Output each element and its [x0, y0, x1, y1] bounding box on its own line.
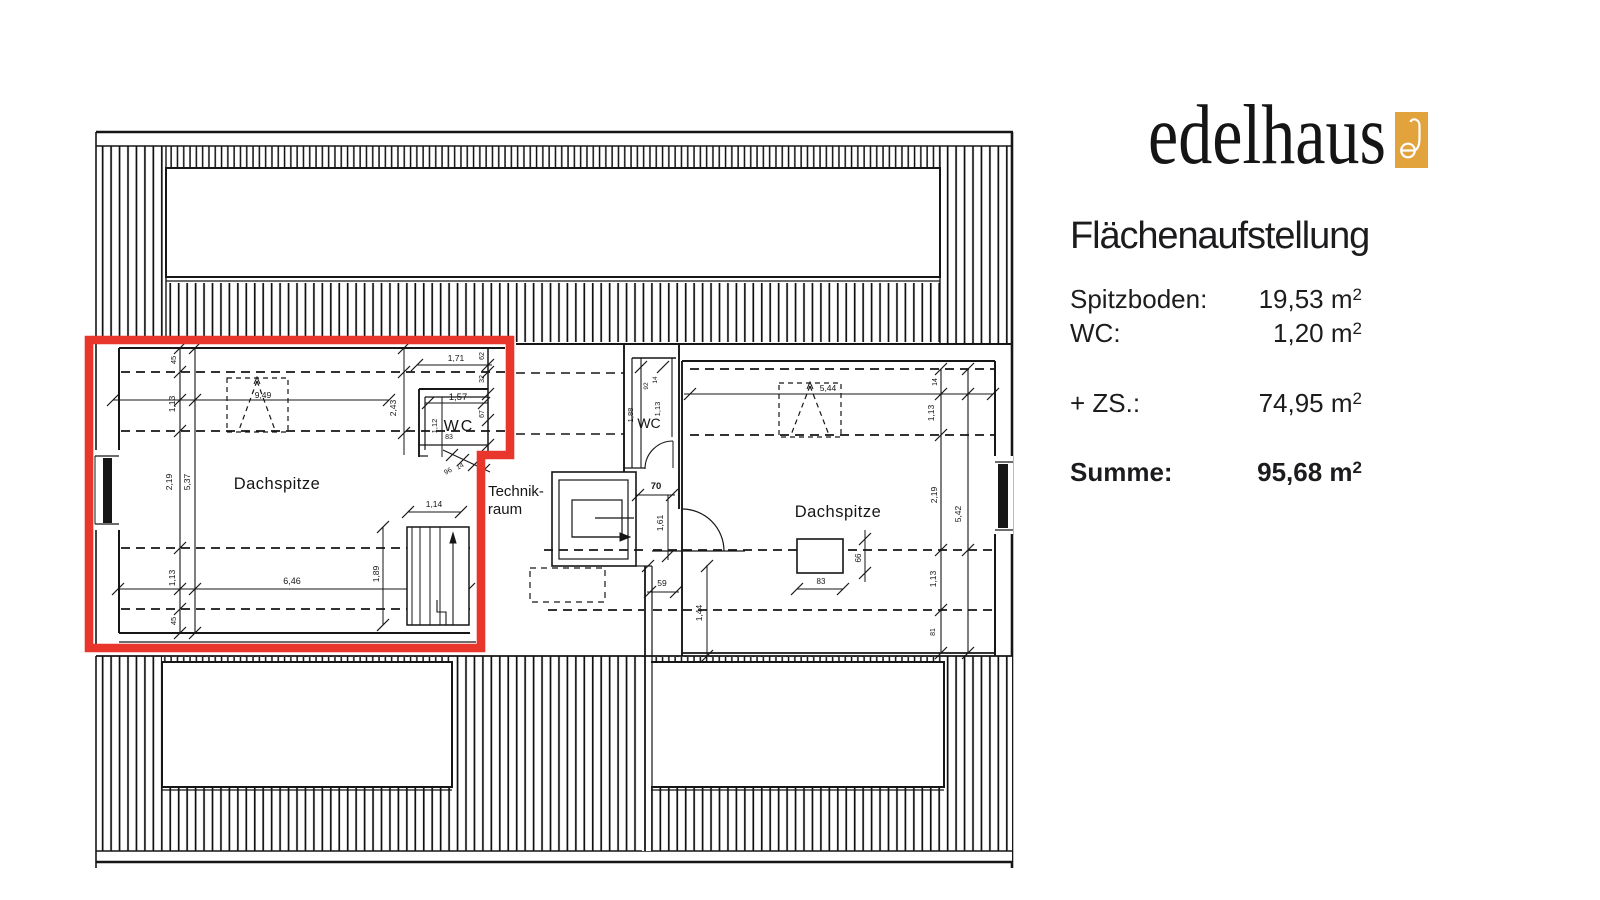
svg-text:83: 83 — [445, 434, 453, 441]
svg-text:5,37: 5,37 — [182, 473, 192, 490]
svg-text:14: 14 — [455, 462, 465, 472]
svg-text:96: 96 — [443, 467, 453, 477]
svg-text:1,71: 1,71 — [448, 353, 465, 363]
svg-text:14: 14 — [932, 378, 939, 386]
svg-text:1,12: 1,12 — [430, 419, 439, 434]
svg-text:raum: raum — [488, 501, 522, 518]
svg-text:66: 66 — [854, 553, 863, 562]
svg-text:1,44: 1,44 — [694, 604, 704, 621]
svg-text:62: 62 — [479, 352, 486, 360]
svg-text:1,13: 1,13 — [167, 569, 177, 586]
svg-text:92: 92 — [643, 382, 650, 390]
svg-text:81: 81 — [930, 628, 937, 636]
svg-text:WC: WC — [444, 418, 475, 435]
svg-text:2,19: 2,19 — [164, 473, 174, 490]
svg-text:1,14: 1,14 — [426, 499, 443, 509]
svg-text:1,13: 1,13 — [928, 570, 938, 587]
svg-text:1,89: 1,89 — [371, 565, 381, 582]
svg-text:2,43: 2,43 — [388, 399, 398, 416]
svg-text:Dachspitze: Dachspitze — [234, 475, 321, 493]
svg-text:1,61: 1,61 — [655, 514, 665, 531]
svg-text:14: 14 — [652, 376, 659, 384]
svg-text:59: 59 — [657, 578, 667, 588]
svg-text:70: 70 — [651, 481, 662, 492]
svg-text:6,46: 6,46 — [283, 576, 301, 586]
svg-text:1,13: 1,13 — [167, 395, 177, 412]
svg-text:WC: WC — [637, 415, 660, 431]
svg-text:1,88: 1,88 — [626, 408, 635, 423]
svg-text:32: 32 — [479, 375, 486, 383]
svg-text:1,57: 1,57 — [449, 392, 468, 403]
svg-text:45: 45 — [169, 356, 178, 364]
svg-text:1,13: 1,13 — [926, 404, 936, 421]
svg-text:67: 67 — [479, 410, 486, 418]
svg-text:5,44: 5,44 — [820, 383, 837, 393]
svg-text:Dachspitze: Dachspitze — [795, 503, 882, 521]
svg-text:edelhaus: edelhaus — [1148, 88, 1386, 182]
svg-text:83: 83 — [817, 577, 826, 586]
svg-text:45: 45 — [169, 617, 178, 625]
svg-text:9,49: 9,49 — [255, 390, 272, 400]
svg-text:5,42: 5,42 — [953, 505, 963, 522]
svg-text:2,19: 2,19 — [929, 486, 939, 503]
svg-text:1,13: 1,13 — [653, 402, 662, 417]
svg-text:Technik-: Technik- — [488, 483, 544, 500]
